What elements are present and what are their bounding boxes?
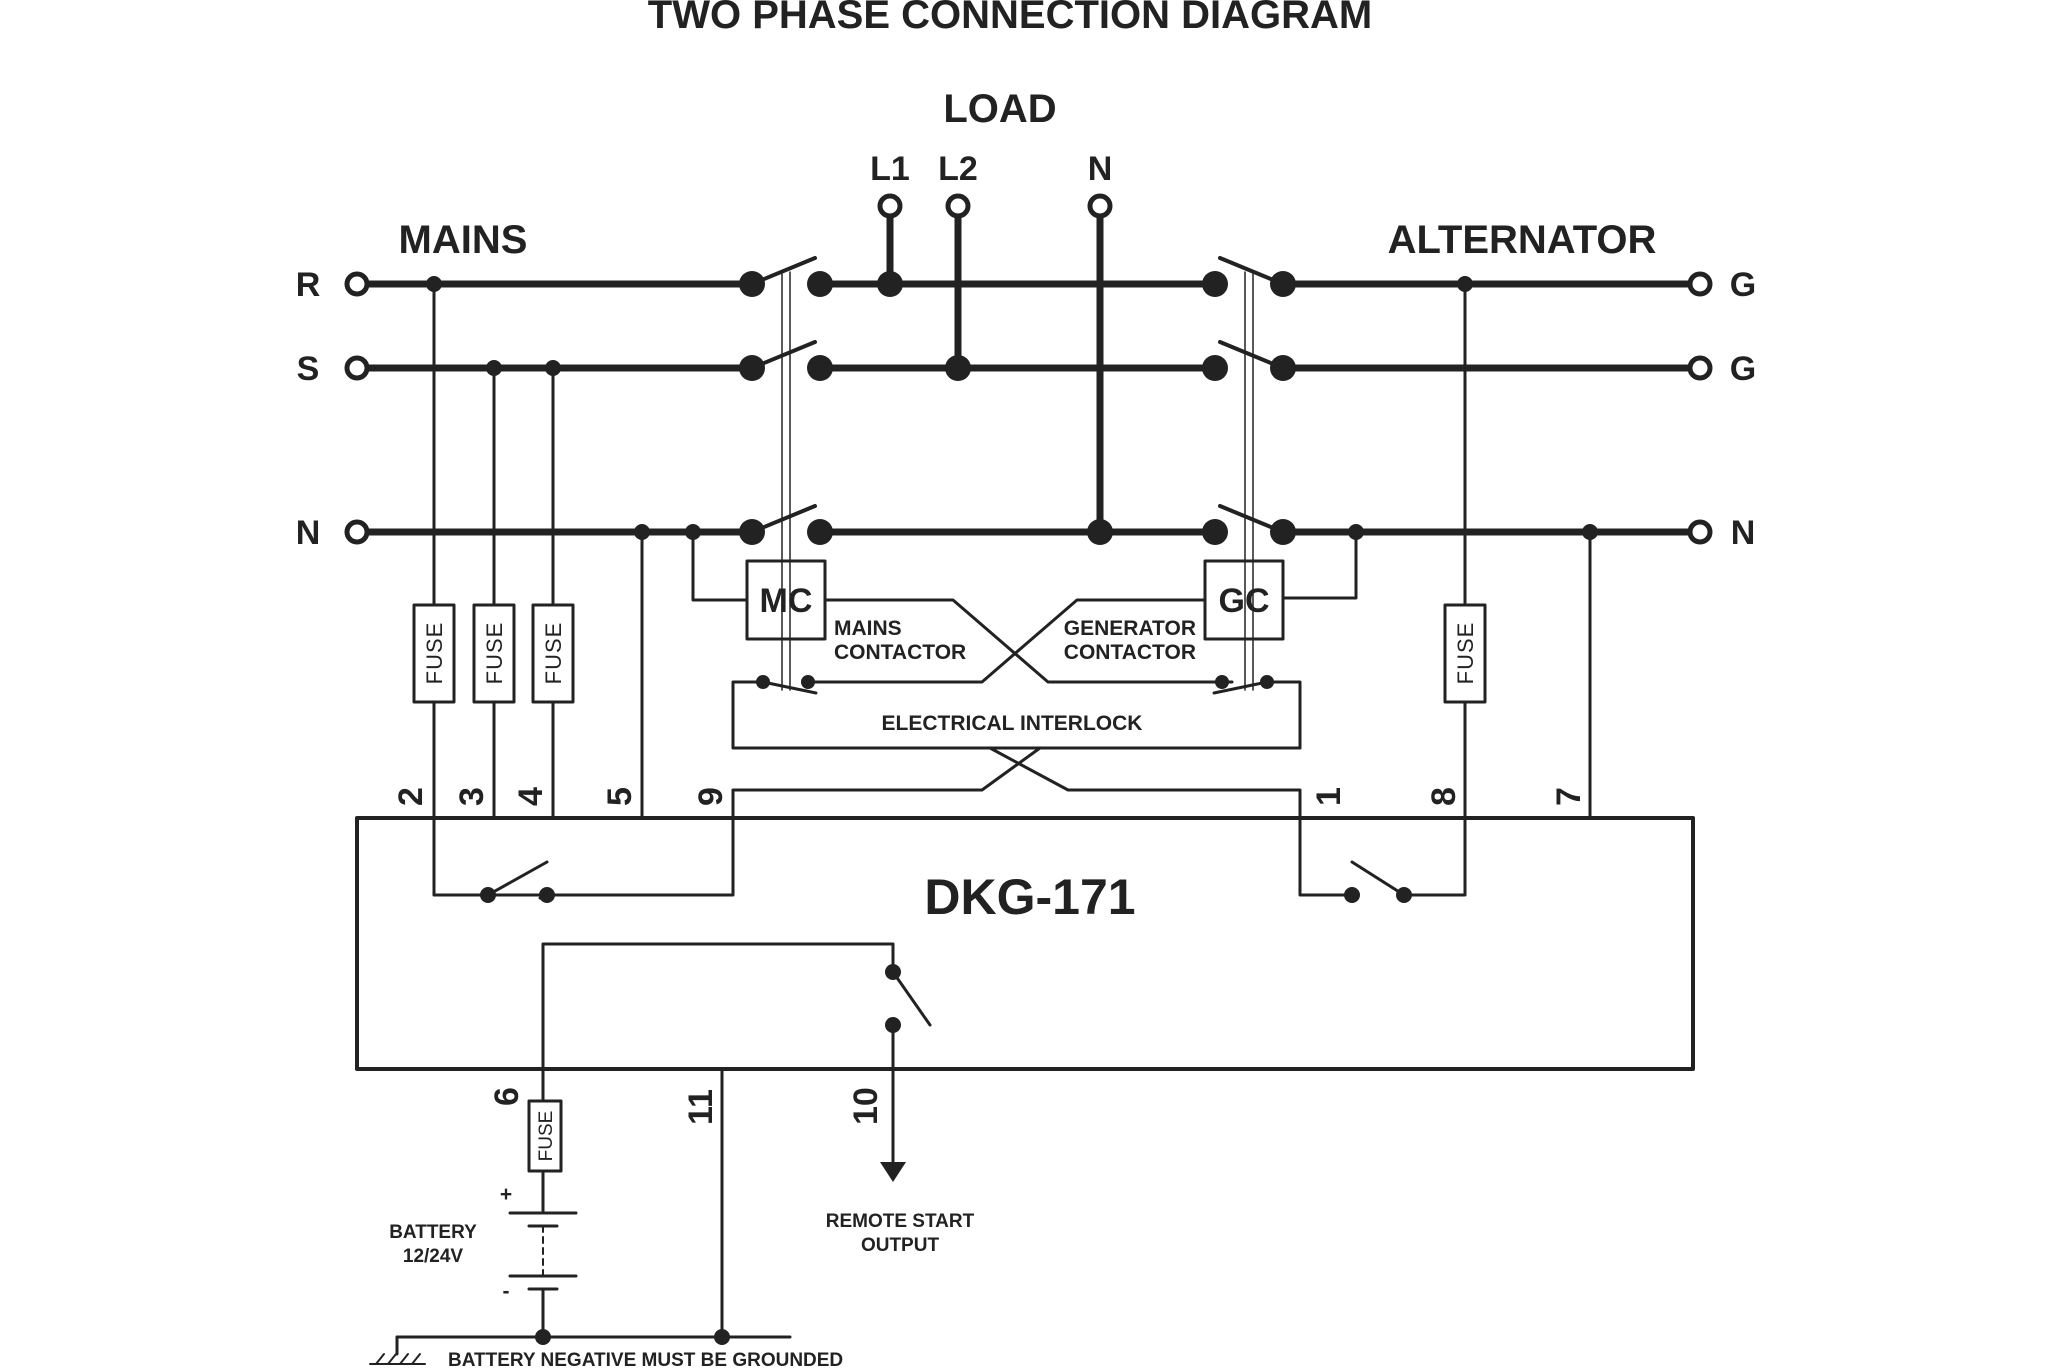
mains-contactor-contacts [739, 256, 833, 691]
load-label: LOAD [943, 87, 1056, 131]
pin-1: 1 [1310, 787, 1348, 806]
mains-terminal-n [344, 519, 370, 545]
load-terminal-n [1087, 193, 1113, 219]
battery-label: BATTERY [389, 1222, 477, 1243]
alternator-terminal-g1 [1687, 271, 1713, 297]
fuse-label: FUSE [541, 622, 566, 685]
generator-contactor-contacts [1202, 256, 1296, 691]
fuse-label: FUSE [1453, 622, 1478, 685]
generator-relay-contact [1344, 282, 1467, 903]
mains-contactor-label-line1: MAINS [834, 617, 902, 640]
mains-terminal-s-label: S [297, 350, 320, 388]
alternator-label: ALTERNATOR [1388, 218, 1657, 262]
interlock-to-pin1 [988, 746, 1354, 897]
pin-6: 6 [488, 1087, 526, 1106]
pin-9: 9 [692, 787, 730, 806]
fuse-label: FUSE [536, 1111, 557, 1162]
alternator-terminal-g2-label: G [1730, 350, 1756, 388]
mains-contactor-coil: MC [691, 530, 827, 641]
pin-5: 5 [601, 787, 639, 806]
pin-10: 10 [847, 1087, 885, 1125]
fuse-pin8: FUSE [1443, 603, 1487, 704]
fuse-pin4: FUSE [531, 603, 575, 704]
load-terminal-n-label: N [1088, 150, 1113, 188]
interlock-label: ELECTRICAL INTERLOCK [882, 712, 1143, 735]
mains-relay-contact [432, 860, 555, 903]
mains-label: MAINS [399, 218, 528, 262]
pin-11: 11 [682, 1089, 720, 1125]
mains-terminal-n-label: N [296, 514, 321, 552]
mains-terminal-r-label: R [296, 266, 321, 304]
generator-contactor-coil: GC [1203, 530, 1358, 641]
pin-8: 8 [1425, 787, 1463, 806]
mains-contactor-label-line2: CONTACTOR [834, 641, 966, 664]
ground-symbol [369, 1329, 792, 1365]
battery-plus: + [500, 1183, 512, 1206]
device-name: DKG-171 [924, 869, 1135, 925]
pin-7: 7 [1550, 787, 1588, 806]
alternator-terminal-g1-label: G [1730, 266, 1756, 304]
mains-terminal-r [344, 271, 370, 297]
load-terminal-l1 [877, 193, 903, 219]
alternator-terminal-n-label: N [1731, 514, 1756, 552]
mains-terminal-s [344, 355, 370, 381]
electrical-interlock: ELECTRICAL INTERLOCK [731, 675, 1302, 750]
fuse-pin3: FUSE [472, 603, 516, 704]
fuse-label: FUSE [482, 622, 507, 685]
remote-start-line2: OUTPUT [861, 1235, 940, 1256]
ground-note: BATTERY NEGATIVE MUST BE GROUNDED [448, 1350, 843, 1370]
fuse-pin2: FUSE [412, 603, 456, 704]
pin-4: 4 [512, 787, 550, 806]
load-terminal-l2-label: L2 [938, 150, 978, 188]
remote-start-relay [541, 942, 932, 1182]
bus-junctions [426, 271, 1598, 545]
battery-voltage: 12/24V [403, 1246, 464, 1267]
battery-circuit: + - BATTERY 12/24V [389, 1067, 578, 1339]
coil-cross-wires [806, 598, 1234, 684]
pin-numbers: 2 3 4 5 9 1 8 7 6 11 10 [392, 787, 1588, 1125]
remote-start-line1: REMOTE START [826, 1211, 975, 1232]
power-buses [360, 212, 1697, 536]
load-terminal-l1-label: L1 [870, 150, 910, 188]
battery-minus: - [503, 1280, 510, 1303]
generator-contactor-label-line2: CONTACTOR [1064, 641, 1196, 664]
fuse-label: FUSE [422, 622, 447, 685]
controller-box [355, 816, 1695, 1071]
load-terminal-l2 [945, 193, 971, 219]
fuse-pin6: FUSE [527, 1099, 563, 1173]
pin-2: 2 [392, 787, 430, 806]
mains-contactor-box-label: MC [760, 582, 813, 620]
alternator-terminal-g2 [1687, 355, 1713, 381]
pin-3: 3 [453, 787, 491, 806]
interlock-to-pin9 [545, 746, 1042, 897]
diagram-title: TWO PHASE CONNECTION DIAGRAM [648, 0, 1372, 37]
generator-contactor-label-line1: GENERATOR [1064, 617, 1196, 640]
terminals [344, 193, 1713, 545]
generator-contactor-box-label: GC [1219, 582, 1270, 620]
alternator-terminal-n [1687, 519, 1713, 545]
